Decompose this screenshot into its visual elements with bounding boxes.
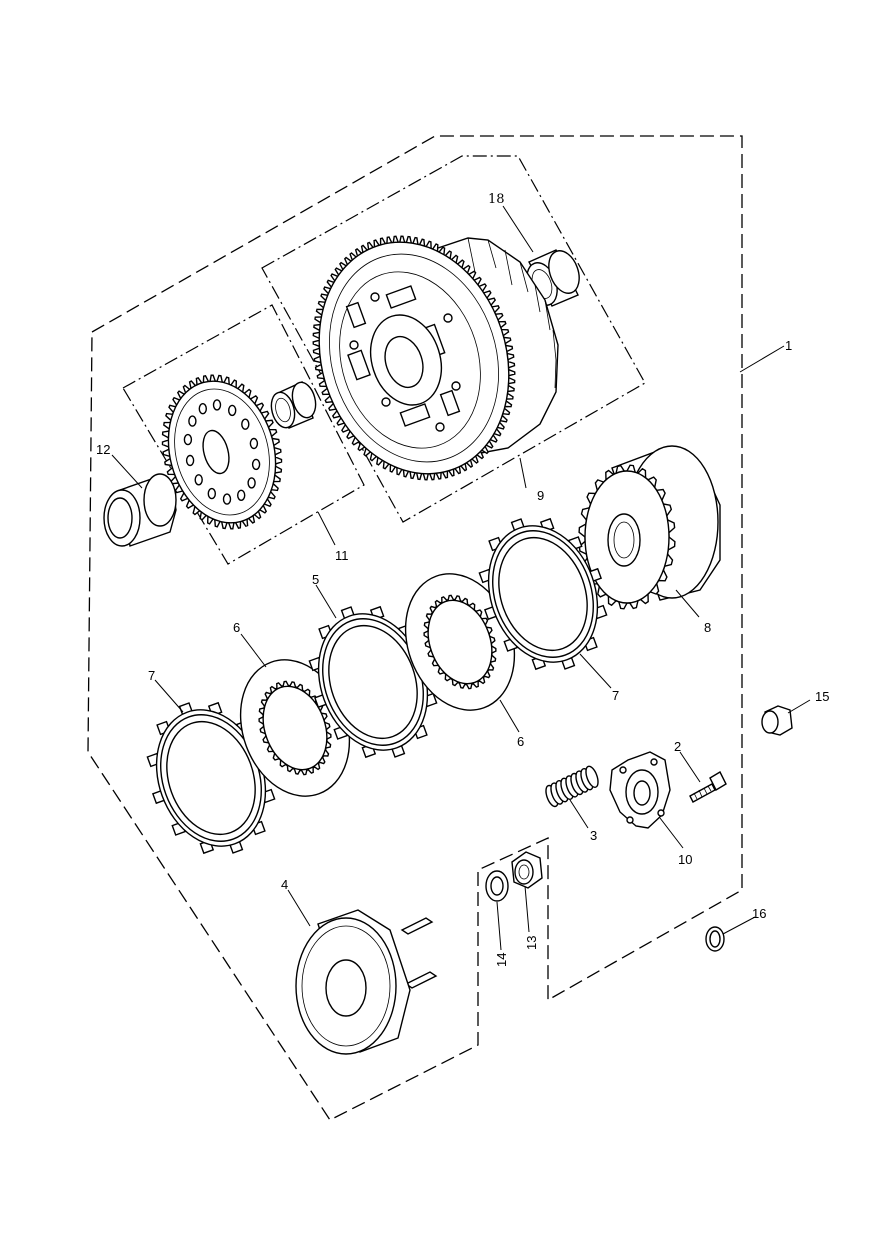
callout-10: 10: [678, 852, 692, 867]
spring-plate-icon: [609, 751, 671, 829]
callout-1: 1: [785, 338, 792, 353]
callout-2: 2: [674, 739, 681, 754]
callout-6: 6: [233, 620, 240, 635]
callout-6: 6: [517, 734, 524, 749]
bolt-icon: [689, 771, 727, 803]
callout-5: 5: [312, 572, 319, 587]
friction-plate-icon: [146, 701, 276, 855]
callout-9: 9: [537, 488, 544, 503]
needle-bearing-icon: [270, 381, 317, 429]
needle-bearing-icon: [526, 249, 580, 307]
callout-4: 4: [281, 877, 288, 892]
cap-icon: [761, 705, 793, 736]
bush-icon: [103, 473, 177, 547]
clutch-hub-icon: [578, 445, 721, 610]
callout-12: 12: [96, 442, 110, 457]
leader-lines: [111, 205, 811, 951]
spring-icon: [545, 765, 599, 808]
callout-7: 7: [612, 688, 619, 703]
circlip-icon: [705, 926, 725, 952]
assembly-1-outline: [87, 135, 743, 1121]
callout-7: 7: [148, 668, 155, 683]
callout-8: 8: [704, 620, 711, 635]
friction-plate-icon: [478, 517, 608, 671]
callout-16: 16: [752, 906, 766, 921]
callout-13: 13: [524, 936, 539, 950]
pressure-plate-icon: [295, 909, 438, 1055]
clutch-basket-gear-icon: [312, 235, 559, 481]
plain-plate-icon: [404, 573, 516, 711]
washer-icon: [485, 870, 509, 902]
subassembly-9-outline: [261, 155, 646, 523]
callout-14: 14: [494, 953, 509, 967]
callout-18: 18: [488, 192, 505, 207]
drive-gear-icon: [161, 374, 283, 530]
callout-11: 11: [335, 548, 349, 563]
nut-icon: [511, 851, 543, 889]
subassembly-11-outline: [122, 304, 365, 565]
callout-3: 3: [590, 828, 597, 843]
callout-15: 15: [815, 689, 829, 704]
friction-plate-icon: [308, 605, 438, 759]
